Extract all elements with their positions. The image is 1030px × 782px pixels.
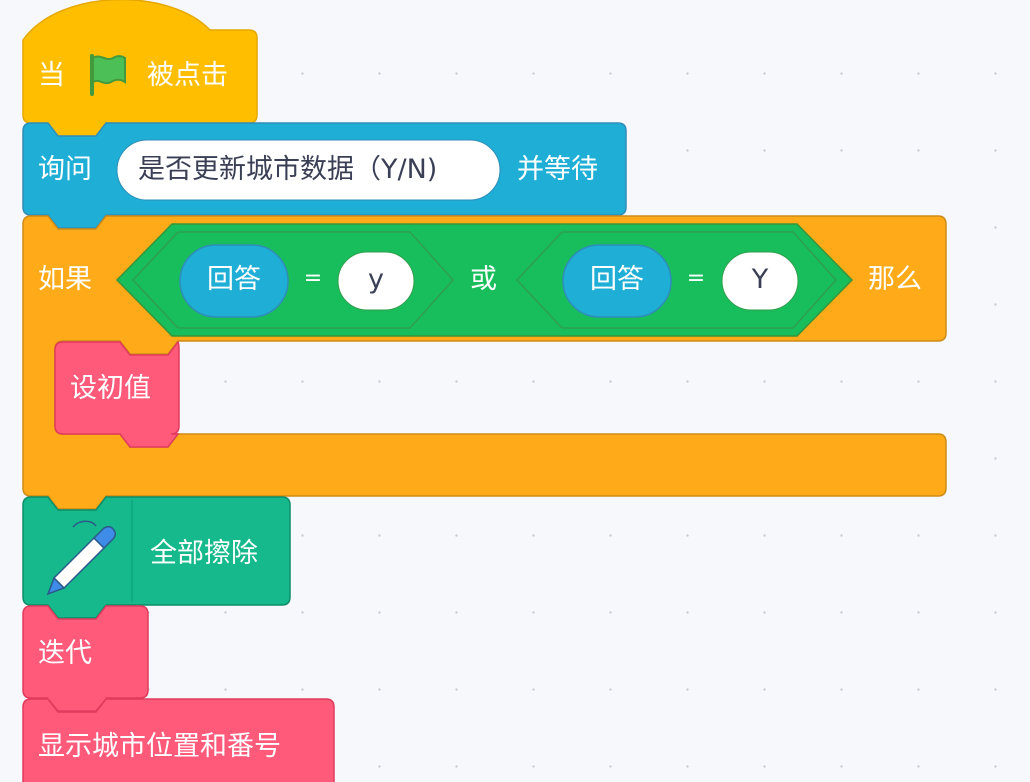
question-input-shape[interactable] — [116, 139, 501, 201]
show-city-block-shape[interactable] — [22, 698, 335, 782]
show-city-label: 显示城市位置和番号 — [38, 731, 281, 762]
set-initial-value-label: 设初值 — [70, 373, 151, 404]
iterate-notch-line — [47, 698, 107, 712]
answer-reporter-right-shape[interactable] — [562, 244, 672, 318]
question-input[interactable]: 是否更新城市数据（Y/N) — [138, 154, 438, 185]
answer-reporter-left-shape[interactable] — [179, 244, 289, 318]
clicked-label: 被点击 — [147, 60, 228, 91]
answer-reporter-left[interactable]: 回答 — [207, 264, 261, 295]
ask-label: 询问 — [38, 154, 92, 185]
when-label: 当 — [38, 60, 65, 91]
value-input-right-shape[interactable] — [721, 251, 799, 311]
pen-clear-block-shape[interactable] — [22, 496, 291, 619]
or-label: 或 — [470, 264, 497, 295]
iterate-label: 迭代 — [38, 638, 92, 669]
value-input-right[interactable]: Y — [751, 264, 769, 295]
value-input-left-shape[interactable] — [337, 251, 415, 311]
value-input-left[interactable]: y — [368, 264, 384, 295]
answer-reporter-right[interactable]: 回答 — [590, 264, 644, 295]
equals-sign-right: = — [686, 266, 706, 291]
set-initial-block-shape[interactable] — [54, 341, 180, 448]
if-label: 如果 — [38, 264, 92, 295]
then-label: 那么 — [868, 264, 922, 295]
iterate-notch-overlay — [48, 698, 106, 711]
equals-sign-left: = — [303, 266, 323, 291]
green-flag-icon — [90, 54, 126, 96]
erase-all-label: 全部擦除 — [150, 538, 258, 569]
iterate-block-shape[interactable] — [22, 605, 149, 712]
pen-icon — [46, 520, 116, 596]
and-wait-label: 并等待 — [517, 154, 598, 185]
